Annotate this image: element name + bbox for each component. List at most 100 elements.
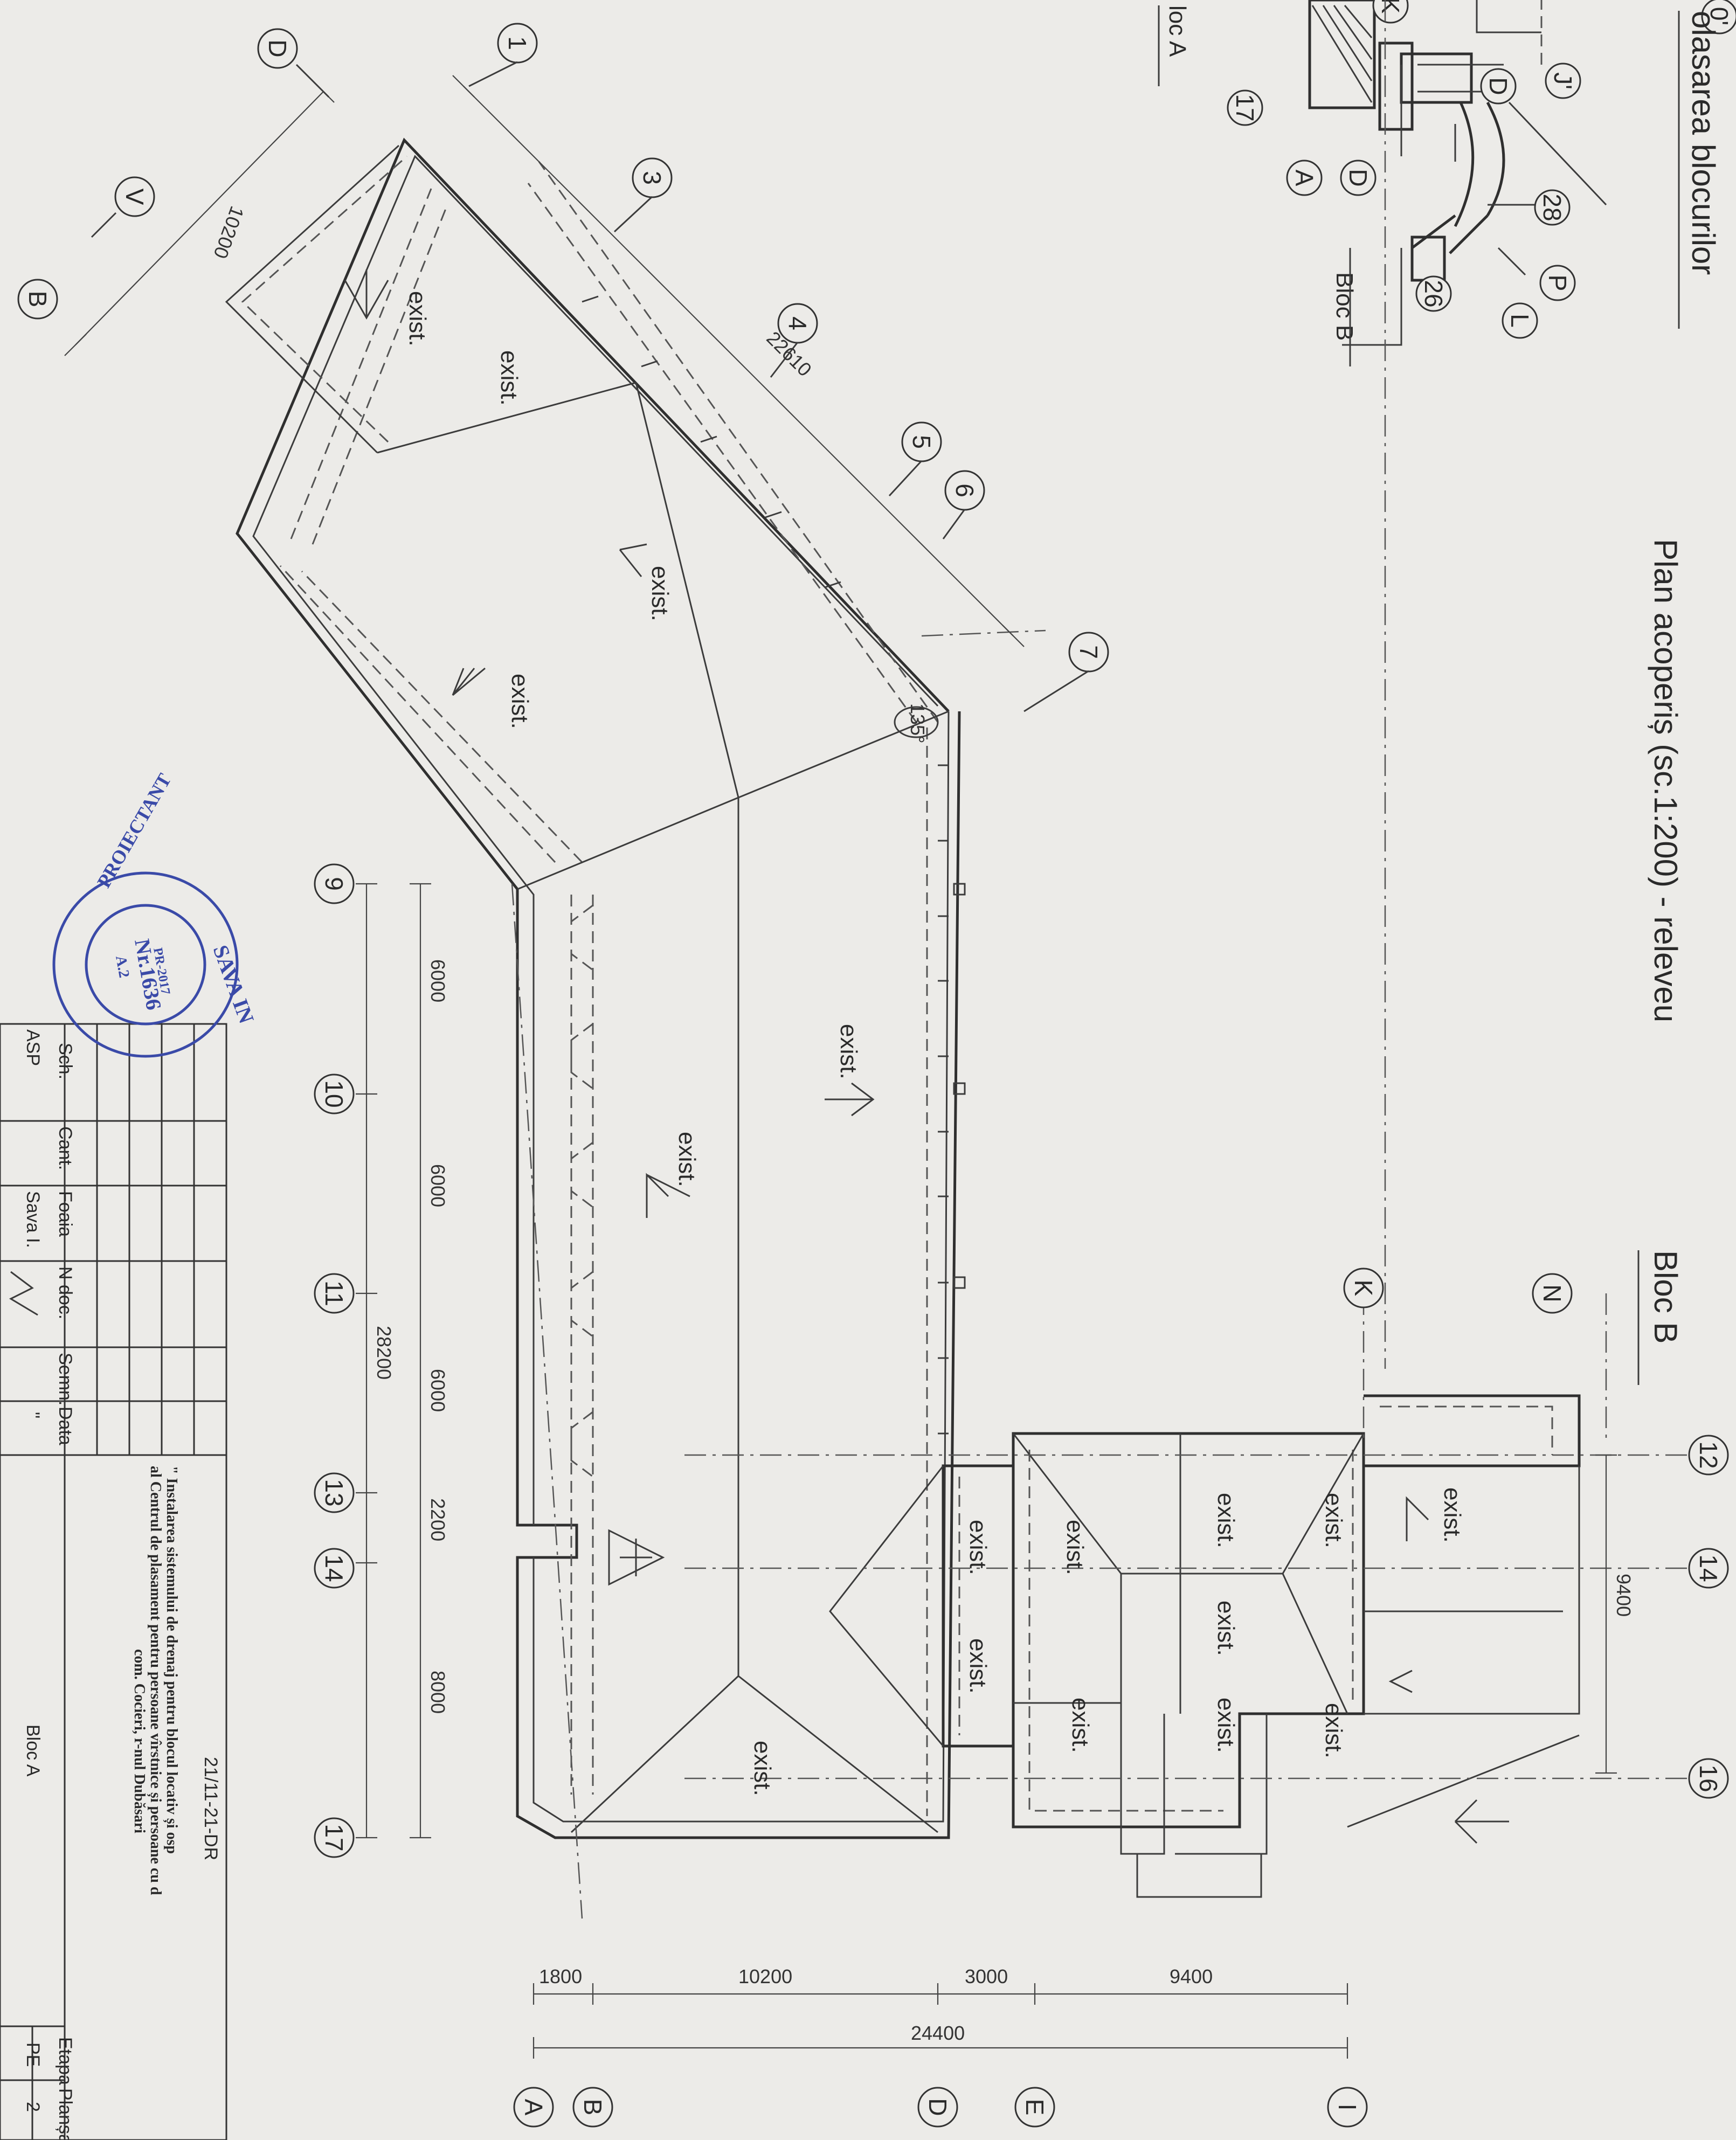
axis-bubble-6: 6 bbox=[951, 483, 979, 497]
exist-label-12: exist. bbox=[1213, 1698, 1239, 1753]
axis-bubble-11: 11 bbox=[320, 1280, 348, 1306]
stamp-line-top: SAVA IN bbox=[209, 942, 259, 1027]
detail-bubble-28: 28 bbox=[1538, 193, 1566, 221]
stamp-cat: A.2 bbox=[112, 954, 133, 979]
axis-bubble-17: 17 bbox=[320, 1824, 348, 1851]
exist-label-5: exist. bbox=[835, 1024, 862, 1079]
axis-bubble-14-top: 14 bbox=[1694, 1554, 1723, 1582]
bloc-a-roof bbox=[225, 137, 966, 1839]
axis-bubble-7: 7 bbox=[1075, 645, 1103, 659]
tb-description-1: " Instalarea sistemului de drenaj pentru… bbox=[163, 1466, 180, 1854]
exist-label-7: exist. bbox=[749, 1741, 776, 1796]
axis-bubble-d: D bbox=[924, 2098, 952, 2116]
detail-bubble-26: 26 bbox=[1420, 280, 1448, 307]
tb-role: ASP bbox=[23, 1029, 43, 1066]
axis-bubble-k: K bbox=[1350, 1280, 1378, 1297]
dim-6000-a: 6000 bbox=[427, 959, 449, 1002]
tb-signature-mark: " bbox=[23, 1412, 43, 1418]
tb-name: Sava I. bbox=[23, 1191, 43, 1248]
detail-bubble-0prime: 0' bbox=[1705, 7, 1733, 25]
exist-label-13: exist. bbox=[1062, 1520, 1088, 1575]
axis-bubble-12: 12 bbox=[1694, 1441, 1723, 1469]
detail-bubble-d2: D bbox=[1344, 169, 1372, 186]
axis-bubble-b-left: B bbox=[24, 291, 52, 308]
axis-bubble-v: V bbox=[121, 189, 149, 205]
dim-1800: 1800 bbox=[539, 1965, 582, 1987]
exist-label-1: exist. bbox=[404, 291, 431, 347]
exist-label-9: exist. bbox=[965, 1638, 991, 1694]
exist-label-10: exist. bbox=[1213, 1493, 1239, 1548]
axis-bubble-b: B bbox=[579, 2099, 607, 2116]
tb-col-ndoc: N doc. bbox=[55, 1266, 75, 1319]
dim-6000-c: 6000 bbox=[427, 1369, 449, 1412]
tb-col-foaia: Foaia bbox=[55, 1191, 75, 1237]
section-title: olasarea blocurilor bbox=[1685, 11, 1721, 275]
axis-bubble-5: 5 bbox=[908, 435, 936, 449]
title-block: Sch. Cant. Foaia N doc. Semn. Data ASP S… bbox=[0, 1023, 227, 2140]
exist-label-8: exist. bbox=[965, 1520, 991, 1575]
dim-10200-left: 10200 bbox=[209, 203, 248, 261]
detail-bubble-jprime: J' bbox=[1549, 72, 1577, 89]
tb-project-code: 21/11-21-DR bbox=[200, 1757, 221, 1860]
grid-axes bbox=[511, 0, 1687, 1919]
detail-bubble-p: P bbox=[1544, 275, 1572, 292]
dim-9400-top: 9400 bbox=[1613, 1574, 1635, 1617]
dim-28200: 28200 bbox=[373, 1326, 395, 1380]
exist-label-4: exist. bbox=[507, 674, 533, 729]
exist-labels: exist. exist. exist. exist. exist. exist… bbox=[344, 269, 1509, 1844]
axis-bubble-d-left: D bbox=[264, 39, 292, 57]
exist-label-11: exist. bbox=[1213, 1601, 1239, 1656]
exist-label-6: exist. bbox=[674, 1132, 700, 1187]
axis-bubble-16: 16 bbox=[1694, 1764, 1723, 1792]
bloc-a-corner-label: loc A bbox=[1164, 5, 1191, 57]
exist-label-14: exist. bbox=[1067, 1698, 1094, 1753]
tb-block: Bloc A bbox=[23, 1725, 43, 1777]
tb-col-sch: Sch. bbox=[55, 1043, 75, 1079]
axis-bubble-14: 14 bbox=[320, 1554, 348, 1582]
bloc-b-title: Bloc B bbox=[1648, 1250, 1684, 1343]
axis-bubble-e: E bbox=[1021, 2099, 1049, 2116]
tb-col-semn: Semn. bbox=[55, 1353, 75, 1405]
detail-bubble-a: A bbox=[1290, 170, 1318, 186]
axis-bubble-10: 10 bbox=[320, 1080, 348, 1107]
signature-scribble bbox=[9, 1271, 38, 1316]
tb-description-3: com. Cocieri, r-nul Dubăsari bbox=[131, 1649, 148, 1833]
plan-title: Plan acoperiș (sc.1:200) - releveu bbox=[1648, 539, 1684, 1022]
detail-bubble-l: L bbox=[1506, 314, 1534, 328]
dim-24400: 24400 bbox=[911, 2022, 965, 2044]
detail-bubble-k: K bbox=[1377, 0, 1405, 14]
detail-axis-bubbles: 0' K J' D 17 D A 28 P 26 L bbox=[1227, 0, 1736, 339]
exist-label-15: exist. bbox=[1320, 1493, 1347, 1548]
axis-bubble-1: 1 bbox=[503, 36, 531, 50]
tb-plansa-label: Planșa bbox=[55, 2088, 75, 2140]
dim-3000: 3000 bbox=[965, 1965, 1008, 1987]
axis-bubble-4: 4 bbox=[784, 316, 812, 330]
tb-etapa: PE bbox=[23, 2042, 43, 2067]
exist-label-3: exist. bbox=[647, 566, 673, 621]
bloc-b-roof bbox=[829, 1394, 1581, 1898]
designer-stamp: SAVA IN PROIECTANT PR-2017 Nr.1636 A.2 bbox=[52, 770, 259, 1058]
axis-bubble-i: I bbox=[1333, 2104, 1361, 2111]
tb-col-cant: Cant. bbox=[55, 1126, 75, 1170]
tb-col-data: Data bbox=[55, 1407, 75, 1445]
exist-label-2: exist. bbox=[496, 350, 522, 406]
axis-bubble-n: N bbox=[1538, 1284, 1566, 1302]
dimensions bbox=[64, 75, 1617, 2059]
axis-bubble-3: 3 bbox=[638, 171, 666, 185]
dimension-texts: 10200 22610 6000 6000 6000 2200 8000 282… bbox=[209, 203, 1635, 2044]
axis-bubble-a: A bbox=[520, 2099, 548, 2116]
axis-bubbles: 12 14 16 1 3 4 5 6 7 9 10 11 13 14 17 A … bbox=[17, 23, 1729, 2128]
bloc-b-detail-label: Bloc B bbox=[1331, 272, 1358, 341]
tb-description-2: al Centrul de plasament pentru persoane … bbox=[147, 1466, 164, 1895]
detail-bubble-d1: D bbox=[1484, 77, 1512, 95]
dim-10200: 10200 bbox=[738, 1965, 792, 1987]
detail-bubble-17: 17 bbox=[1231, 94, 1259, 121]
dim-6000-b: 6000 bbox=[427, 1164, 449, 1207]
axis-bubble-13: 13 bbox=[320, 1479, 348, 1506]
dim-2200: 2200 bbox=[427, 1498, 449, 1541]
tb-plansa: 2 bbox=[23, 2102, 43, 2112]
detail-group bbox=[1308, 0, 1607, 346]
dim-8000: 8000 bbox=[427, 1671, 449, 1714]
exist-label-17: exist. bbox=[1439, 1487, 1465, 1543]
dim-9400: 9400 bbox=[1170, 1965, 1213, 1987]
